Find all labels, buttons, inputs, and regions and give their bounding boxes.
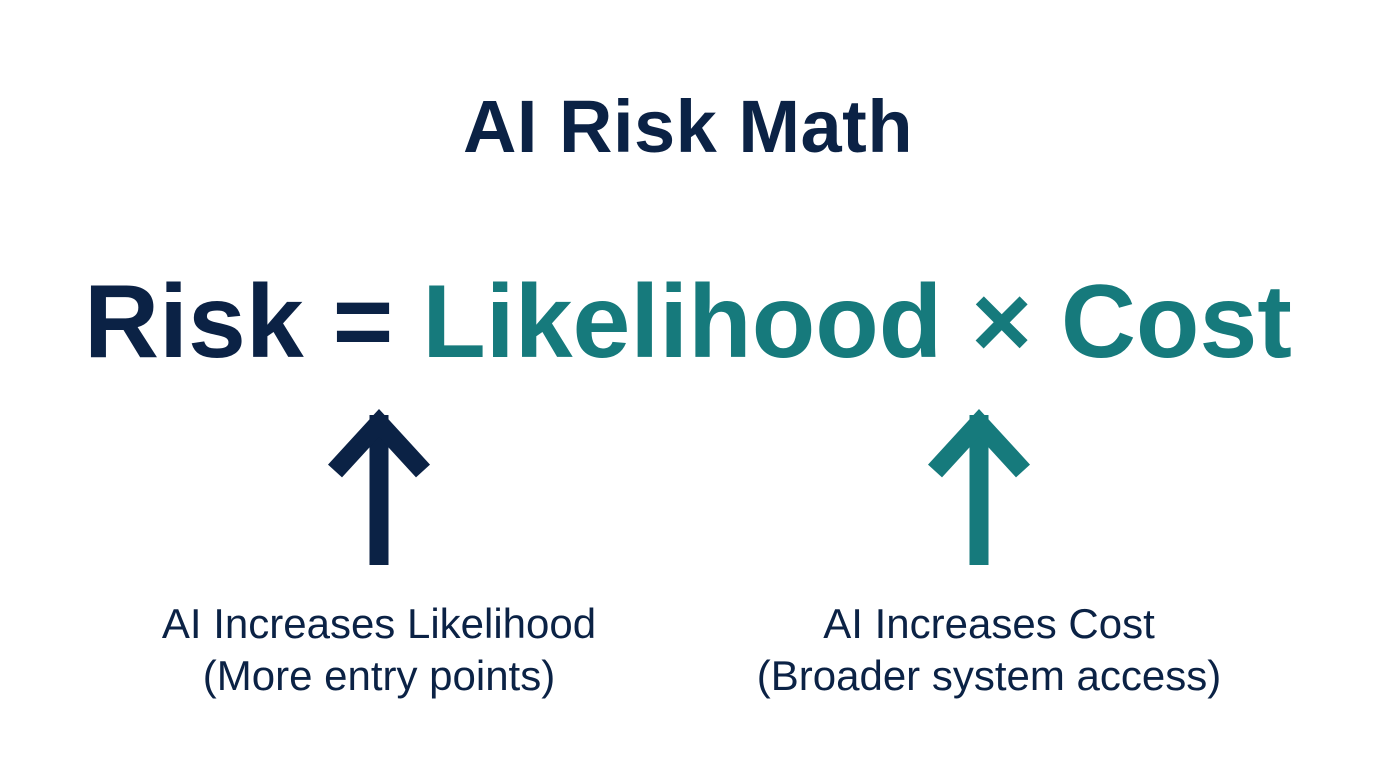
- cost-annotation: AI Increases Cost (Broader system access…: [709, 598, 1269, 702]
- equation-likelihood-term: Likelihood: [422, 264, 943, 380]
- equation-equals-sign: =: [332, 264, 394, 380]
- likelihood-annotation-headline: AI Increases Likelihood: [161, 600, 597, 647]
- arrow-up-icon: [927, 408, 1031, 565]
- likelihood-annotation: AI Increases Likelihood (More entry poin…: [99, 598, 659, 702]
- page-title: AI Risk Math: [462, 85, 914, 168]
- equation-risk-term: Risk: [84, 264, 304, 380]
- arrow-up-icon: [327, 408, 431, 565]
- cost-annotation-detail: (Broader system access): [756, 652, 1222, 699]
- risk-equation: Risk = Likelihood × Cost: [0, 262, 1376, 382]
- equation-cost-term: Cost: [1060, 264, 1292, 380]
- cost-annotation-headline: AI Increases Cost: [823, 600, 1155, 647]
- likelihood-annotation-detail: (More entry points): [202, 652, 556, 699]
- equation-times-sign: ×: [971, 264, 1032, 380]
